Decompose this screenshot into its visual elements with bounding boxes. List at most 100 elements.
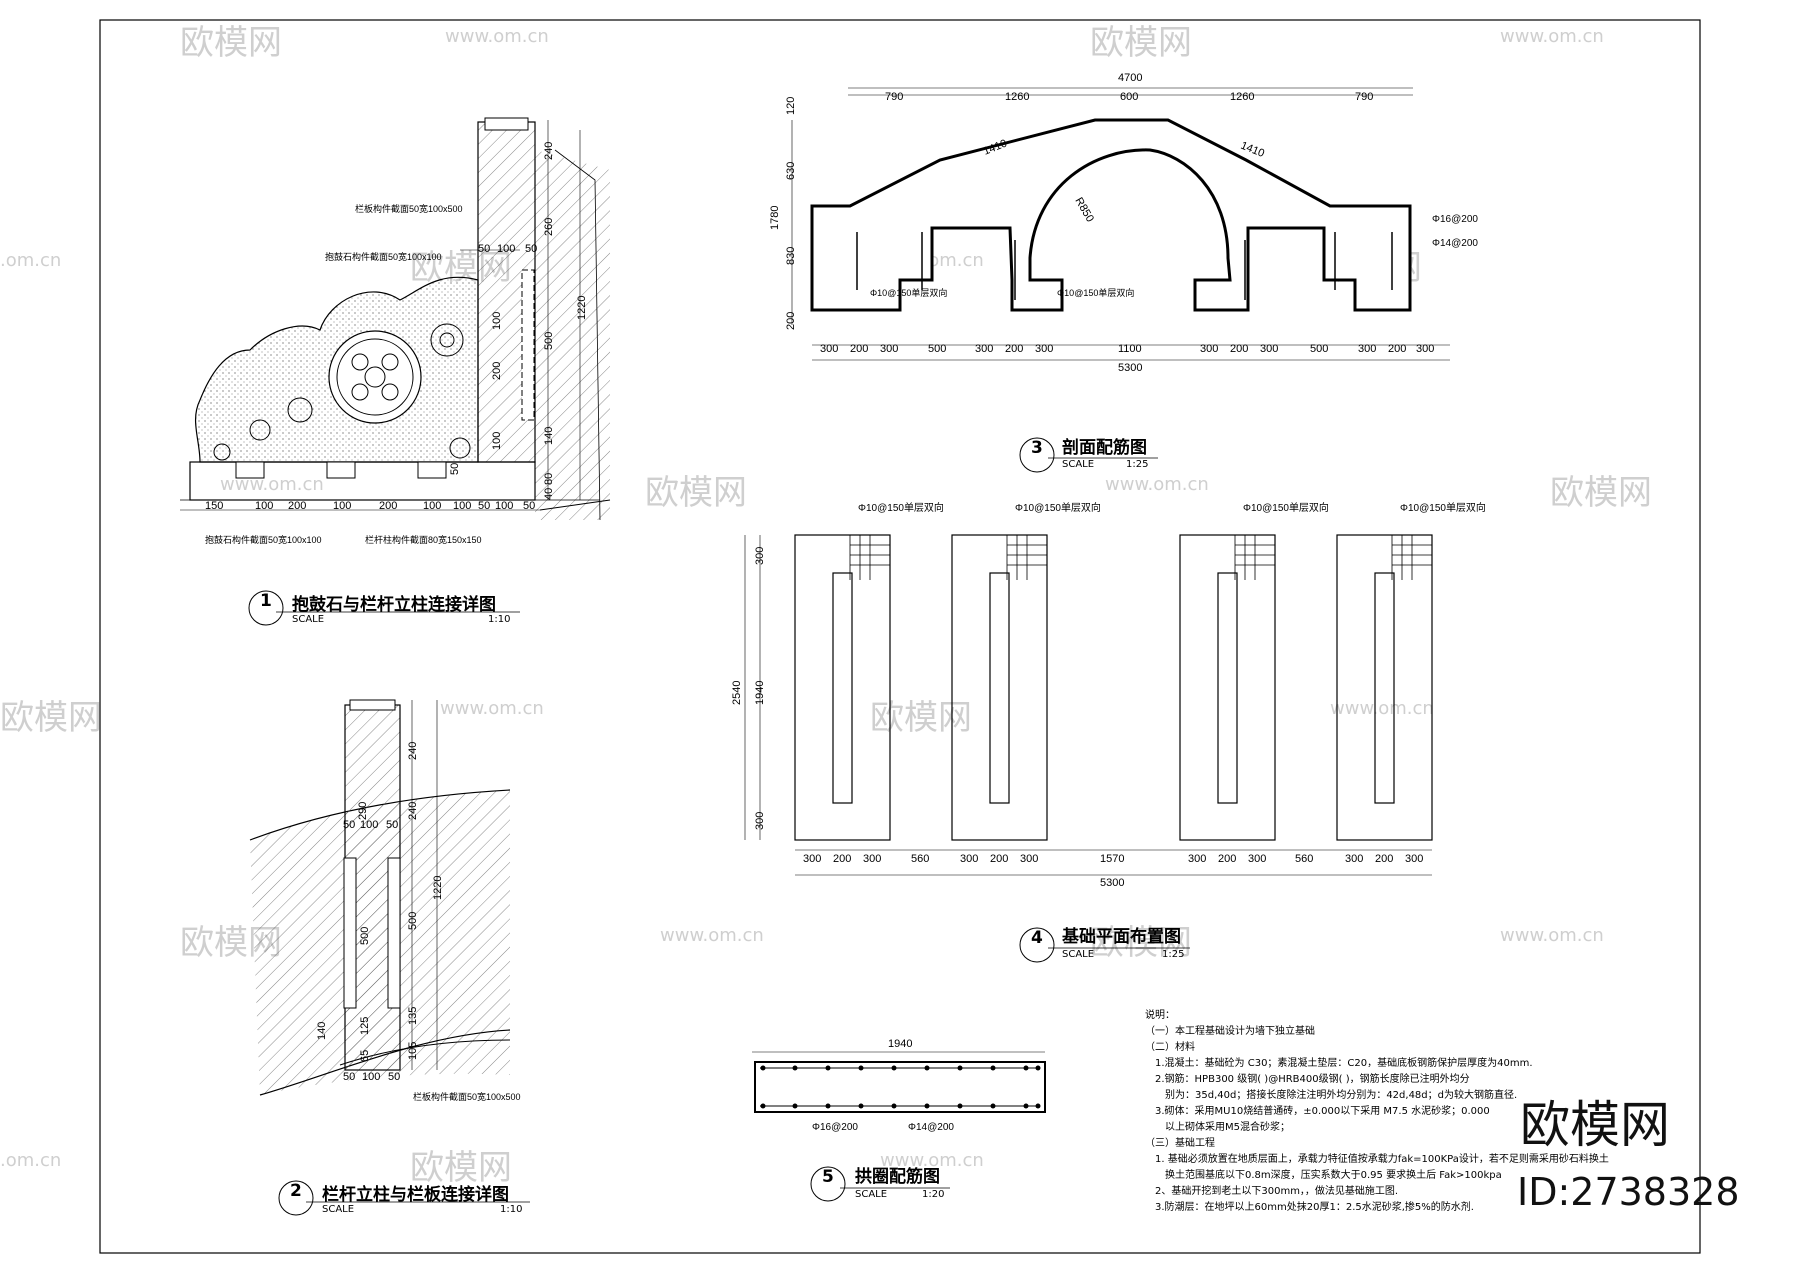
dim-label: 100: [491, 312, 503, 330]
dim-label: 200: [850, 343, 868, 355]
drawing1-number-circle: [248, 590, 284, 626]
rebar-label: Φ14@200: [908, 1122, 954, 1133]
watermark-brand: 欧模网: [0, 698, 102, 738]
notes-line: 3.防潮层：在地坪以上60mm处抹20厚1：2.5水泥砂浆,掺5%的防水剂.: [1145, 1202, 1474, 1213]
drawing2-scale-label: SCALE: [322, 1204, 355, 1215]
dim-label: 1780: [769, 206, 781, 230]
callout-label: 栏杆柱构件截面80宽150x150: [365, 534, 482, 545]
dim-label: 1940: [888, 1038, 912, 1050]
dim-label: 100: [423, 500, 441, 512]
dim-label: 50: [525, 243, 537, 255]
dim-label: 200: [1218, 853, 1236, 865]
watermark-brand: 欧模网: [180, 23, 282, 63]
rebar-label: Φ10@150单层双向: [1057, 287, 1134, 298]
dim-label: 40: [543, 488, 555, 500]
rebar-label: Φ16@200: [1432, 214, 1478, 225]
dim-label: 100: [362, 1071, 380, 1083]
drawing1-scale: 1:10: [488, 614, 511, 625]
drawing5-dims: 1940 Φ16@200 Φ14@200: [812, 1038, 954, 1133]
rebar-label: Φ10@150单层双向: [858, 501, 944, 514]
dim-label: 100: [495, 500, 513, 512]
rebar-label: Φ14@200: [1432, 238, 1478, 249]
watermark-brand: 欧模网: [1550, 473, 1652, 513]
watermark-site: www.om.cn: [1500, 26, 1604, 47]
dim-label: 100: [491, 432, 503, 450]
drawing3-scale: 1:25: [1126, 459, 1149, 470]
dim-label: 200: [288, 500, 306, 512]
design-notes: 说明： （一）本工程基础设计为墙下独立基础 （二）材料 1.混凝土：基础砼为 C…: [1145, 1008, 1609, 1216]
dim-label: 300: [1358, 343, 1376, 355]
dim-total: 5300: [1118, 362, 1142, 374]
rebar-label: Φ10@150单层双向: [1243, 501, 1329, 514]
callout-label: 栏板构件截面50宽100x500: [413, 1091, 521, 1102]
dim-label: 140: [316, 1022, 328, 1040]
dim-label: 300: [960, 853, 978, 865]
drawing5-scale: 1:20: [922, 1189, 945, 1200]
watermark-brand: 欧模网: [870, 698, 972, 738]
dim-label: 50: [343, 819, 355, 831]
dim-label: 260: [543, 218, 555, 236]
dim-label: 80: [543, 473, 555, 485]
notes-line: 2.钢筋：HPB300 级钢( )@HRB400级钢( )，钢筋长度除已注明外均…: [1145, 1074, 1470, 1085]
dim-label: 200: [990, 853, 1008, 865]
dim-label: 200: [833, 853, 851, 865]
dim-label: 100: [453, 500, 471, 512]
callout-label: 抱鼓石构件截面50宽100x100: [205, 534, 322, 545]
dim-label: 790: [1355, 91, 1373, 103]
watermark-brand: 欧模网: [1090, 923, 1192, 963]
dim-label: 135: [407, 1007, 419, 1025]
dim-label: 1940: [754, 681, 766, 705]
sheet-border: [99, 19, 1701, 1254]
dim-label: 500: [407, 912, 419, 930]
drawing1-dims: 240 260 1220 500 100 200 100 140 50 80 4…: [205, 142, 588, 545]
rebar-label: Φ10@150单层双向: [1015, 501, 1101, 514]
drawing5-number: 5: [822, 1167, 834, 1187]
drawing2-title: 栏杆立柱与栏板连接详图: [322, 1185, 509, 1205]
title-underlines: [276, 457, 1190, 1203]
dim-label: 2540: [731, 681, 743, 705]
dim-label: 630: [785, 162, 797, 180]
watermark-id: ID:2738328: [1517, 1170, 1740, 1214]
watermark-brand: 欧模网: [645, 473, 747, 513]
watermark-brand: 欧模网: [410, 1148, 512, 1188]
watermark-brand: 欧模网: [1090, 23, 1192, 63]
dim-label: 65: [359, 1050, 371, 1062]
dim-label: 100: [255, 500, 273, 512]
drawing2-dims: 240 290 50 100 50 240 1220 500 500 135 1…: [316, 742, 521, 1102]
dim-label: 300: [1188, 853, 1206, 865]
dim-label: 100: [360, 819, 378, 831]
dim-total: 4700: [1118, 72, 1142, 84]
dim-label: 125: [359, 1017, 371, 1035]
dim-label: 1260: [1230, 91, 1254, 103]
dim-label: 240: [407, 802, 419, 820]
dim-label: 50: [343, 1071, 355, 1083]
notes-line: 3.砌体：采用MU10烧结普通砖，±0.000以下采用 M7.5 水泥砂浆；0.…: [1145, 1106, 1490, 1117]
notes-line: 换土范围基底以下0.8m深度，压实系数大于0.95 要求换土后 Fak>100k…: [1145, 1170, 1502, 1181]
dim-label: 290: [357, 802, 369, 820]
dim-label: 1220: [576, 296, 588, 320]
dim-total: 5300: [1100, 877, 1124, 889]
watermark-site: www.om.cn: [445, 26, 549, 47]
watermark-site: www.om.cn: [1330, 698, 1434, 719]
dim-label: 50: [388, 1071, 400, 1083]
drawing4-title: 基础平面布置图: [1062, 927, 1181, 947]
drawing3-number-circle: [1019, 437, 1055, 473]
watermark-site: www.om.cn: [1500, 925, 1604, 946]
dim-label: 200: [785, 312, 797, 330]
dim-label: 300: [1248, 853, 1266, 865]
drawing1-detail: [180, 117, 611, 521]
drawing3-number: 3: [1031, 438, 1043, 458]
dim-label: 600: [1120, 91, 1138, 103]
dim-label: 200: [491, 362, 503, 380]
dim-label: 300: [820, 343, 838, 355]
dim-label: 560: [911, 853, 929, 865]
watermark-site: .om.cn: [0, 1150, 62, 1171]
dim-label: 200: [1230, 343, 1248, 355]
dim-label: 500: [1310, 343, 1328, 355]
dim-label: 300: [880, 343, 898, 355]
dim-label: 200: [379, 500, 397, 512]
notes-line: 1.混凝土：基础砼为 C30；素混凝土垫层：C20，基础底板钢筋保护层厚度为40…: [1145, 1058, 1533, 1069]
dim-label: 240: [543, 142, 555, 160]
dim-label: 200: [1375, 853, 1393, 865]
